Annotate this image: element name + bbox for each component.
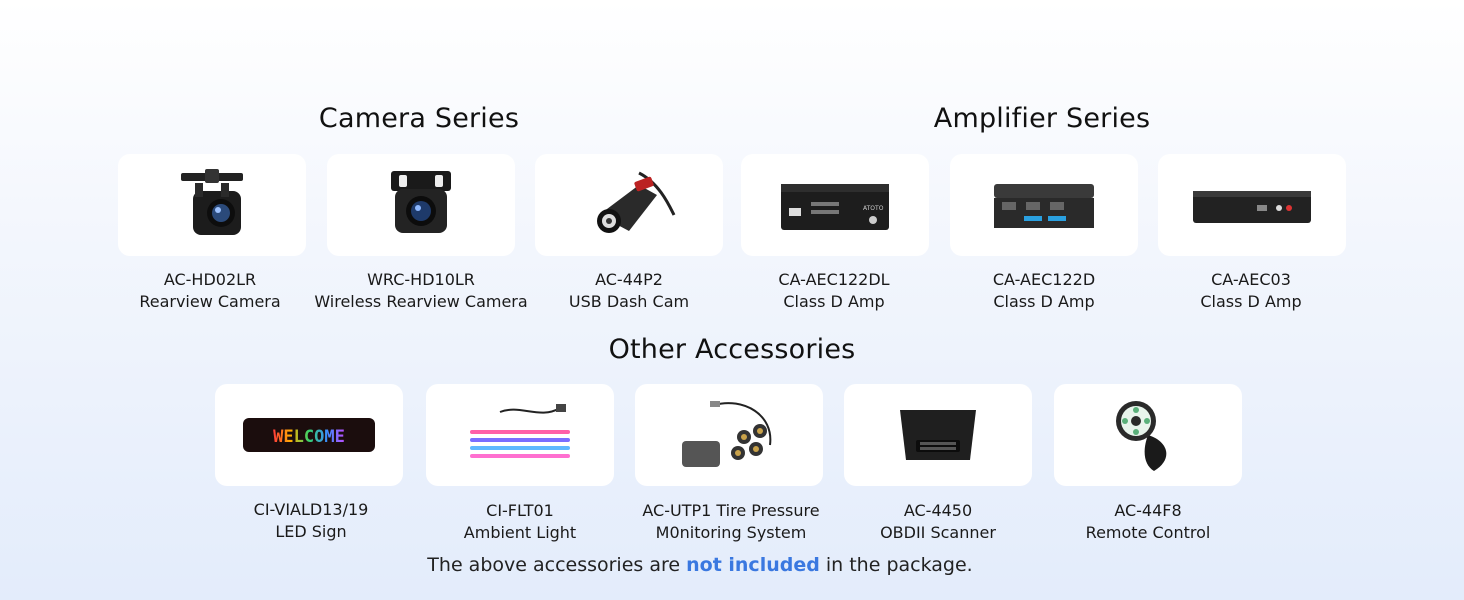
amplifier-series-heading: Amplifier Series [933, 103, 1151, 134]
camera-series-heading: Camera Series [318, 103, 520, 134]
ambient-light-image [470, 404, 570, 458]
product-desc: Class D Amp [783, 292, 885, 311]
product-card-wireless-camera [327, 154, 515, 256]
product-caption-tire-pressure: AC-UTP1 Tire Pressure M0nitoring System [611, 500, 851, 544]
product-caption-ambient-light: CI-FLT01 Ambient Light [400, 500, 640, 544]
product-caption-amp-122dl: CA-AEC122DL Class D Amp [714, 269, 954, 313]
note-text-after: in the package. [819, 554, 973, 576]
product-card-remote-control [1054, 384, 1242, 486]
led-sign-text: WELCOME [273, 427, 345, 447]
product-desc: OBDII Scanner [880, 523, 996, 542]
led-sign-image: WELCOME [243, 418, 375, 452]
product-model: AC-44P2 [595, 270, 663, 289]
product-desc: Wireless Rearview Camera [314, 292, 528, 311]
amp-122d-image [994, 184, 1094, 228]
product-model: AC-4450 [903, 501, 973, 520]
product-model: WRC-HD10LR [367, 270, 475, 289]
product-model: AC-HD02LR [163, 270, 257, 289]
dash-cam-image [597, 171, 676, 233]
product-model: CA-AEC122D [992, 270, 1096, 289]
not-included-note: The above accessories are not included i… [427, 554, 972, 576]
amp-03-image [1193, 191, 1311, 223]
product-card-dash-cam [535, 154, 723, 256]
product-desc: Remote Control [1085, 523, 1211, 542]
product-caption-remote-control: AC-44F8 Remote Control [1028, 500, 1268, 544]
amp-122dl-image: ATOTO [781, 184, 889, 230]
tire-pressure-image [682, 401, 772, 467]
product-model: CI-VIALD13/19 [253, 500, 369, 519]
product-card-amp-122d [950, 154, 1138, 256]
product-card-tire-pressure [635, 384, 823, 486]
obd-scanner-image [900, 410, 976, 460]
remote-control-image [1116, 401, 1167, 471]
product-desc: USB Dash Cam [568, 292, 690, 311]
product-card-amp-03 [1158, 154, 1346, 256]
note-highlight: not included [686, 554, 820, 576]
note-text-before: The above accessories are [427, 554, 687, 576]
product-card-led-sign: WELCOME [215, 384, 403, 486]
product-model: CI-FLT01 [486, 501, 554, 520]
rearview-camera-image [181, 169, 243, 235]
wireless-camera-image [391, 171, 451, 233]
product-desc: Class D Amp [993, 292, 1095, 311]
product-caption-amp-03: CA-AEC03 Class D Amp [1131, 269, 1371, 313]
product-card-rearview-camera [118, 154, 306, 256]
product-card-amp-122dl: ATOTO [741, 154, 929, 256]
product-caption-dash-cam: AC-44P2 USB Dash Cam [509, 269, 749, 313]
product-caption-obd-scanner: AC-4450 OBDII Scanner [818, 500, 1058, 544]
product-desc: Rearview Camera [139, 292, 281, 311]
product-model: AC-44F8 [1114, 501, 1182, 520]
product-desc: Class D Amp [1200, 292, 1302, 311]
product-desc: LED Sign [275, 522, 347, 541]
product-model: AC-UTP1 Tire Pressure [642, 501, 820, 520]
product-desc: M0nitoring System [655, 523, 807, 542]
product-caption-wireless-camera: WRC-HD10LR Wireless Rearview Camera [301, 269, 541, 313]
product-desc: Ambient Light [463, 523, 577, 542]
product-caption-amp-122d: CA-AEC122D Class D Amp [924, 269, 1164, 313]
product-model: CA-AEC122DL [778, 270, 890, 289]
other-accessories-heading: Other Accessories [608, 334, 856, 365]
product-card-obd-scanner [844, 384, 1032, 486]
product-card-ambient-light [426, 384, 614, 486]
product-caption-led-sign: CI-VIALD13/19 LED Sign [191, 499, 431, 543]
amp-brand-label: ATOTO [863, 205, 884, 212]
product-caption-rearview-camera: AC-HD02LR Rearview Camera [90, 269, 330, 313]
product-model: CA-AEC03 [1211, 270, 1291, 289]
